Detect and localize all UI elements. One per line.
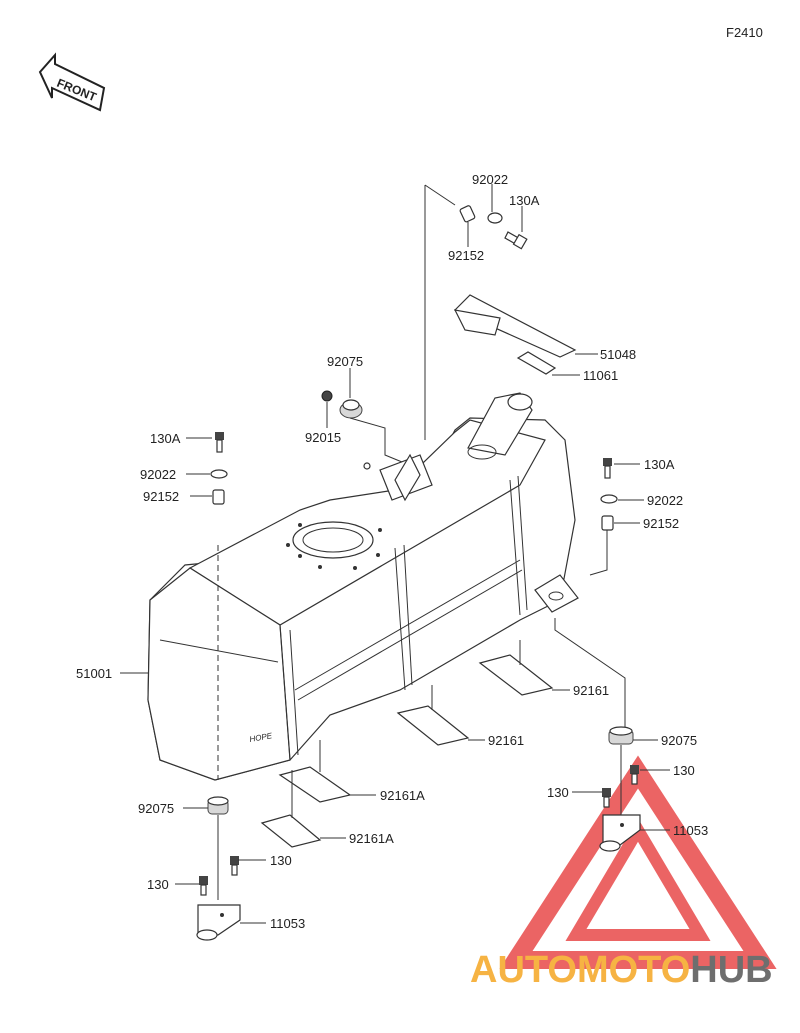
washer-92022-left-icon xyxy=(210,469,228,479)
collar-92152-left-icon xyxy=(212,489,225,505)
bolt-130A-right-icon xyxy=(603,458,612,479)
callout-51001: 51001 xyxy=(76,666,112,681)
callout-92022-top: 92022 xyxy=(472,172,508,187)
gasket-11061-icon xyxy=(516,351,557,375)
callout-92161A-lower: 92161A xyxy=(349,831,394,846)
callout-92161-mid: 92161 xyxy=(488,733,524,748)
watermark-moto: MOTO xyxy=(577,949,690,991)
pad-92161-right-icon xyxy=(478,640,554,696)
callout-92022-left: 92022 xyxy=(140,467,176,482)
callout-92161A-upper: 92161A xyxy=(380,788,425,803)
callout-92075-top: 92075 xyxy=(327,354,363,369)
callout-130-right-a: 130 xyxy=(673,763,695,778)
bolt-130-left-b-icon xyxy=(199,876,208,896)
bolt-130-left-a-icon xyxy=(230,856,239,876)
damper-92075-top-icon xyxy=(339,399,363,419)
damper-92075-right-icon xyxy=(608,726,634,745)
bolt-130-right-b-icon xyxy=(602,788,611,808)
callout-130A-left: 130A xyxy=(150,431,181,446)
collar-92152-top-icon xyxy=(459,205,476,223)
bracket-11053-right-icon xyxy=(599,814,641,852)
pad-92161A-lower-icon xyxy=(260,770,322,848)
callout-11061: 11061 xyxy=(583,368,618,383)
callout-92022-right: 92022 xyxy=(647,493,683,508)
callout-130A-right: 130A xyxy=(644,457,675,472)
callout-11053-left: 11053 xyxy=(270,916,305,931)
bolt-130A-top-icon xyxy=(504,231,528,250)
washer-92022-top-icon xyxy=(487,212,503,224)
svg-text:AUTOMOTOHUB: AUTOMOTOHUB xyxy=(470,949,773,991)
watermark-logo: AUTOMOTOHUB xyxy=(470,755,777,991)
watermark-auto: AUTO xyxy=(470,949,577,991)
pad-92161-mid-icon xyxy=(396,685,470,746)
nut-92015-icon xyxy=(321,390,333,402)
cover-51048-icon xyxy=(453,294,577,358)
fuel-tank: HOPE xyxy=(147,392,579,781)
bolt-130-right-a-icon xyxy=(630,765,639,785)
callout-92152-top: 92152 xyxy=(448,248,484,263)
tank-marking: HOPE xyxy=(249,731,274,744)
callout-51048: 51048 xyxy=(600,347,636,362)
front-arrow-icon: FRONT xyxy=(38,52,106,112)
callout-130-left-a: 130 xyxy=(270,853,292,868)
callout-92075-right: 92075 xyxy=(661,733,697,748)
callout-130-right-b: 130 xyxy=(547,785,569,800)
collar-92152-right-icon xyxy=(601,515,614,531)
callout-92161-right: 92161 xyxy=(573,683,609,698)
callout-92015: 92015 xyxy=(305,430,341,445)
damper-92075-left-icon xyxy=(207,796,229,815)
figure-code: F2410 xyxy=(726,25,763,40)
watermark-hub: HUB xyxy=(690,949,772,991)
callout-92152-left: 92152 xyxy=(143,489,179,504)
callout-11053-right: 11053 xyxy=(673,823,708,838)
callout-130A-top: 130A xyxy=(509,193,540,208)
callout-130-left-b: 130 xyxy=(147,877,169,892)
bolt-130A-left-icon xyxy=(215,432,224,453)
washer-92022-right-icon xyxy=(600,494,618,504)
callout-92075-left: 92075 xyxy=(138,801,174,816)
bracket-11053-left-icon xyxy=(196,904,241,941)
callout-92152-right: 92152 xyxy=(643,516,679,531)
